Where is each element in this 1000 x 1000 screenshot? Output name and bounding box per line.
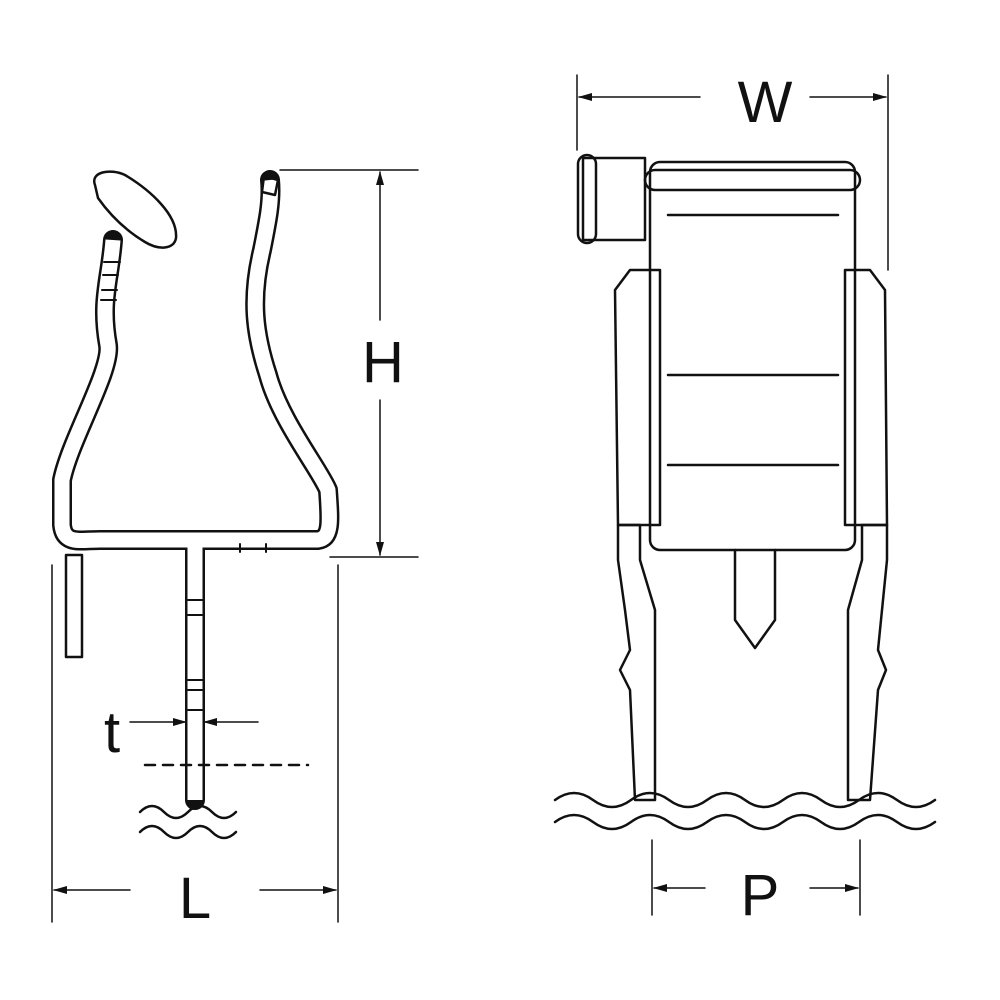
dimension-t: t bbox=[104, 700, 259, 765]
side-view-clip bbox=[52, 170, 340, 840]
clip-body bbox=[648, 160, 857, 552]
dimension-w: W bbox=[576, 70, 889, 271]
left-leg bbox=[616, 523, 657, 802]
dimension-h: H bbox=[279, 169, 419, 558]
side-leg bbox=[64, 553, 84, 659]
label-t: t bbox=[104, 700, 120, 765]
front-view-clip bbox=[553, 153, 937, 831]
clip-strip-fill bbox=[54, 179, 337, 800]
break-lines bbox=[138, 804, 238, 840]
dimension-l: L bbox=[51, 564, 339, 931]
clip-head bbox=[93, 170, 178, 249]
right-leg bbox=[846, 523, 889, 802]
label-p: P bbox=[741, 863, 780, 928]
label-w: W bbox=[738, 70, 793, 135]
left-flange bbox=[613, 268, 662, 527]
side-tab-cap bbox=[576, 153, 598, 245]
dimension-p: P bbox=[651, 839, 861, 928]
label-h: H bbox=[362, 330, 404, 395]
center-pin bbox=[733, 548, 777, 650]
label-l: L bbox=[179, 866, 211, 931]
right-flange bbox=[843, 268, 889, 527]
clip-tip bbox=[260, 174, 280, 197]
board-break-lines bbox=[553, 791, 937, 831]
side-tab bbox=[581, 156, 647, 242]
